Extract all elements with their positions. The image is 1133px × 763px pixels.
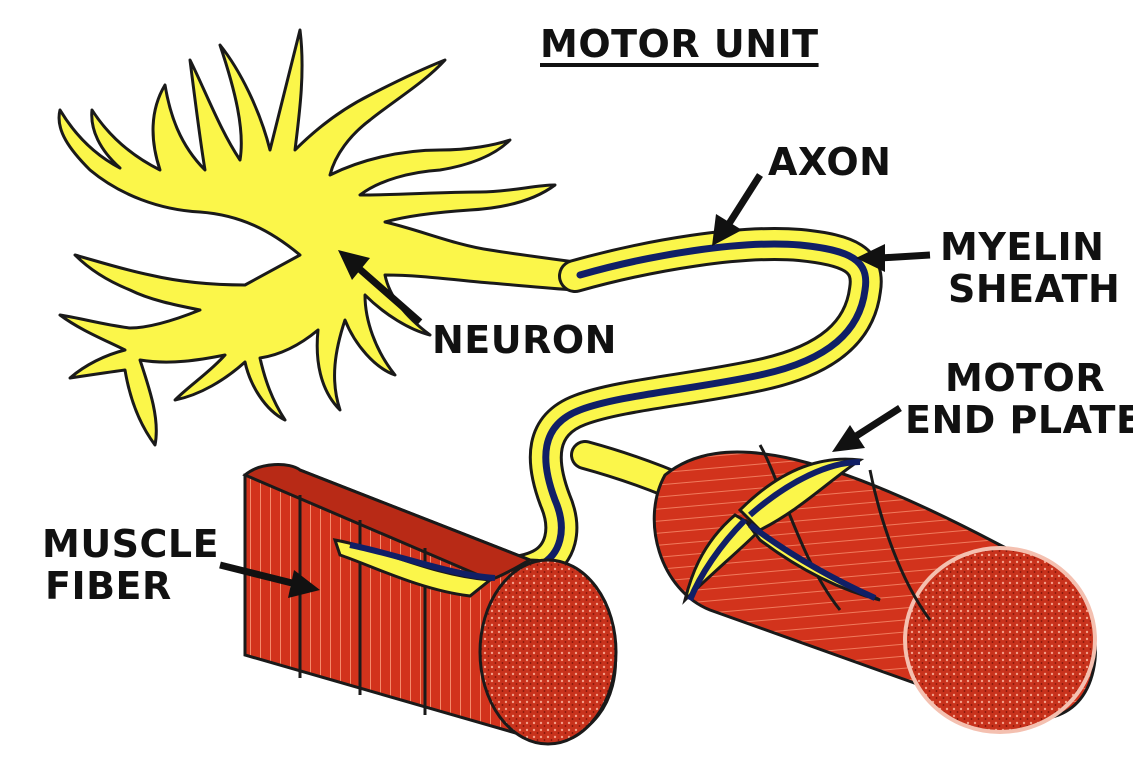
axon-label: AXON: [768, 140, 891, 184]
muscle-label-line2: FIBER: [45, 564, 172, 608]
end-plate-label-line2: END PLATE: [905, 398, 1133, 442]
muscle-fiber-right: [654, 445, 1095, 732]
diagram-title: MOTOR UNIT: [540, 22, 819, 66]
muscle-label-line1: MUSCLE: [42, 522, 219, 566]
myelin-label-line2: SHEATH: [948, 267, 1120, 311]
end-plate-arrow: [832, 408, 900, 452]
neuron-label: NEURON: [432, 318, 617, 362]
end-plate-label-line1: MOTOR: [945, 356, 1105, 400]
myelin-label-line1: MYELIN: [940, 225, 1104, 269]
neuron-cell: [59, 30, 575, 445]
